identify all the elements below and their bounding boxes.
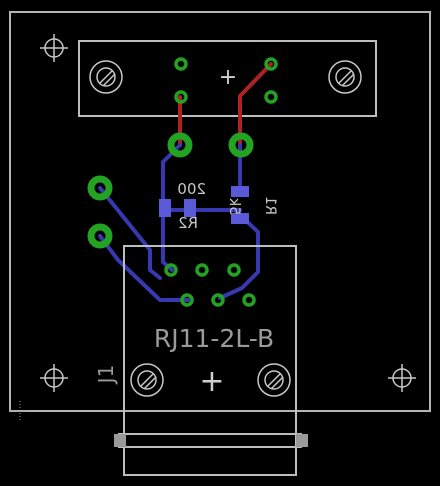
header-pad-4[interactable]	[264, 90, 278, 104]
origin-marker	[10, 401, 30, 421]
jack-plus-label: +	[199, 364, 224, 399]
board-outline	[9, 11, 431, 412]
through-hole-pads[interactable]	[87, 57, 278, 307]
wire-pad-top[interactable]	[87, 175, 113, 201]
resistor-r2-labels: 200 R2	[177, 180, 206, 232]
jack-pin-5[interactable]	[211, 293, 225, 307]
mounting-hole-top-left[interactable]	[40, 34, 68, 62]
jack-pin-3[interactable]	[227, 263, 241, 277]
jack-pin-2[interactable]	[195, 263, 209, 277]
connector-name-label: RJ11-2L-B	[154, 324, 274, 353]
wire-pad-bottom[interactable]	[87, 223, 113, 249]
via-pad-left[interactable]	[167, 132, 193, 158]
rj11-jack-outline	[118, 245, 302, 476]
mounting-hole-bottom-right[interactable]	[388, 364, 416, 392]
header-pad-2[interactable]	[174, 90, 188, 104]
header-plus-label: +	[219, 65, 237, 90]
resistor-r2-value: 200	[177, 180, 206, 198]
rj11-jack-tabs	[114, 434, 308, 447]
resistor-r1-labels: R1 5k	[226, 196, 278, 215]
resistor-r1-ref: R1	[262, 196, 278, 215]
header-outline	[78, 40, 377, 117]
via-pad-right[interactable]	[228, 132, 254, 158]
jack-screw-left[interactable]	[130, 363, 164, 397]
jack-pin-4[interactable]	[180, 293, 194, 307]
smd-pads-r2[interactable]	[159, 199, 196, 217]
jack-pin-6[interactable]	[242, 293, 256, 307]
connector-ref-label: J1	[94, 365, 118, 386]
header-pad-1[interactable]	[174, 57, 188, 71]
smd-pads-r1[interactable]	[231, 186, 249, 224]
header-pad-3[interactable]	[264, 57, 278, 71]
jack-pin-1[interactable]	[164, 263, 178, 277]
mounting-hole-bottom-left[interactable]	[40, 364, 68, 392]
header-screw-left[interactable]	[89, 60, 123, 94]
resistor-r2-ref: R2	[178, 214, 198, 232]
jack-screw-right[interactable]	[257, 363, 291, 397]
resistor-r1-value: 5k	[226, 197, 242, 215]
header-screw-right[interactable]	[328, 60, 362, 94]
